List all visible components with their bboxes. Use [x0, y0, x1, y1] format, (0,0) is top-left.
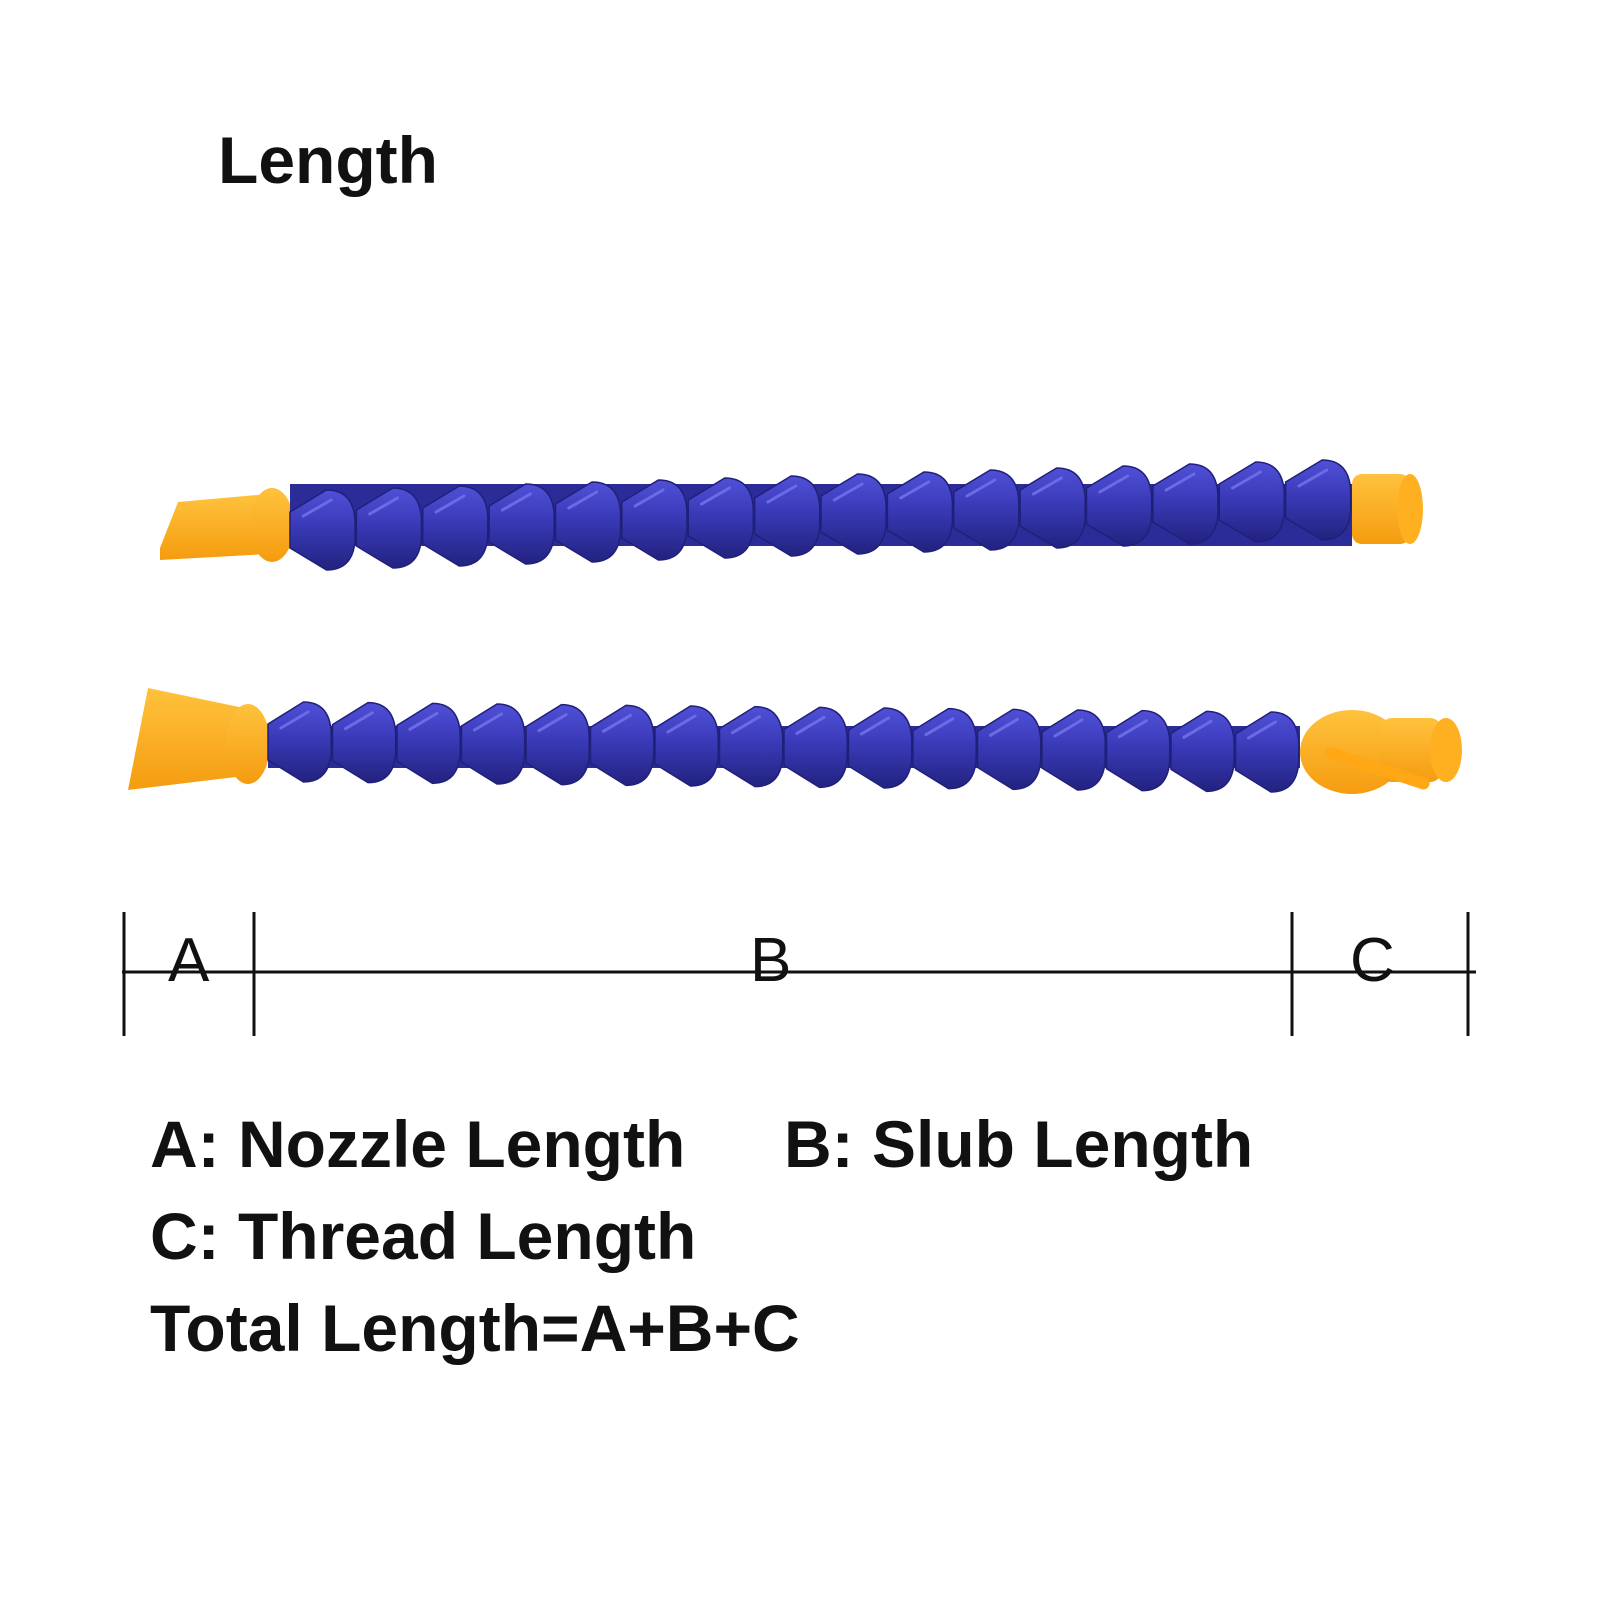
segment-label-c: C [1350, 926, 1395, 995]
hose-top-link [753, 475, 821, 557]
segment-label-a: A [168, 926, 210, 995]
hose-top-link-highlight [567, 490, 599, 510]
hose-bottom-link-highlight [343, 711, 374, 731]
hose-top-link-highlight [1031, 476, 1063, 496]
hose-top-link [488, 483, 555, 565]
hose-top-link [687, 477, 755, 559]
hose-top-link [422, 485, 489, 567]
hose-bottom-link-highlight [988, 717, 1019, 737]
hose-top-link [1152, 463, 1219, 545]
hose-bottom-link-highlight [666, 714, 697, 734]
page-title: Length [218, 123, 438, 197]
hose-bottom-link [847, 707, 913, 789]
hose-top-link-highlight [965, 478, 997, 498]
hose-top-link-highlight [301, 498, 333, 518]
hose-top-link-highlight [500, 492, 532, 512]
hose-top-link-highlight [1231, 470, 1262, 490]
legend-slub-length: B: Slub Length [784, 1107, 1254, 1181]
hose-bottom-link [976, 708, 1042, 791]
flat-nozzle-top [160, 494, 268, 560]
thread-fitting-top [1352, 474, 1410, 544]
nozzle-collar-top [250, 488, 294, 562]
hose-bottom-link-highlight [601, 713, 632, 733]
hose-bottom-link [331, 701, 397, 784]
hose-top-link-highlight [700, 486, 731, 506]
fan-nozzle-bottom [128, 688, 244, 790]
hose-bottom-link-highlight [472, 712, 503, 732]
hose-bottom-link-highlight [1182, 719, 1213, 739]
hose-bottom-link-highlight [537, 713, 568, 733]
segment-label-b: B [750, 926, 792, 995]
hose-bottom-link [654, 705, 719, 787]
hose-bottom-link [912, 707, 977, 790]
hose-top-link-highlight [832, 482, 864, 502]
hose-bottom-link [460, 703, 526, 785]
nozzle-collar-bottom [226, 704, 270, 784]
hose-top-link-highlight [1297, 468, 1329, 488]
hose-bottom-link [396, 702, 461, 785]
hose-bottom-link [589, 704, 655, 787]
hose-top-link [820, 473, 887, 555]
hose-bottom-link-highlight [279, 710, 310, 730]
hose-bottom-link [1105, 709, 1171, 792]
hose-top-link [1284, 459, 1352, 541]
hose-top-link-highlight [899, 480, 931, 500]
hose-top-link-highlight [368, 496, 400, 516]
hose-bottom-link-highlight [730, 715, 761, 735]
hose-bottom-link [783, 706, 848, 789]
dimension-lines [122, 912, 1476, 1036]
hose-top-link [953, 469, 1020, 551]
hose-top-link [1019, 467, 1086, 549]
legend-nozzle-length: A: Nozzle Length [150, 1107, 686, 1181]
hose-bottom-link-highlight [1117, 719, 1148, 739]
legend-thread-length: C: Thread Length [150, 1199, 697, 1273]
hose-top [160, 459, 1423, 571]
hose-bottom-link [1041, 709, 1106, 791]
legend-total-length: Total Length=A+B+C [150, 1291, 800, 1365]
hose-top-link-highlight [633, 488, 665, 508]
hose-bottom-link [525, 703, 590, 786]
hose-top-link [886, 471, 954, 553]
hose-bottom-link-highlight [859, 716, 890, 736]
hose-top-link [1085, 465, 1153, 547]
hose-bottom-link-highlight [795, 715, 826, 735]
thread-fitting-top-end [1397, 474, 1423, 544]
hose-bottom-link-highlight [924, 717, 955, 737]
valve-thread-bottom [1380, 718, 1442, 782]
hose-bottom-link-highlight [1246, 720, 1277, 740]
hose-top-link [289, 489, 356, 571]
hose-top-link-highlight [1098, 474, 1130, 494]
hose-top-link [554, 481, 622, 563]
hose-bottom-link [1234, 711, 1300, 793]
hose-bottom [128, 688, 1462, 794]
hose-bottom-link [267, 701, 332, 783]
hose-bottom-link-highlight [408, 711, 439, 731]
hose-top-link-highlight [1164, 472, 1196, 492]
valve-thread-bottom-end [1430, 718, 1462, 782]
hose-bottom-link [1170, 710, 1235, 793]
hose-top-link [621, 479, 688, 561]
valve-handle-bottom [1324, 747, 1430, 790]
hose-bottom-link-highlight [1053, 718, 1084, 738]
hose-top-link-highlight [434, 494, 466, 514]
hose-top-link [1218, 461, 1286, 543]
hose-top-link [355, 487, 423, 569]
hose-bottom-link [718, 705, 784, 788]
hose-top-link-highlight [766, 484, 798, 504]
